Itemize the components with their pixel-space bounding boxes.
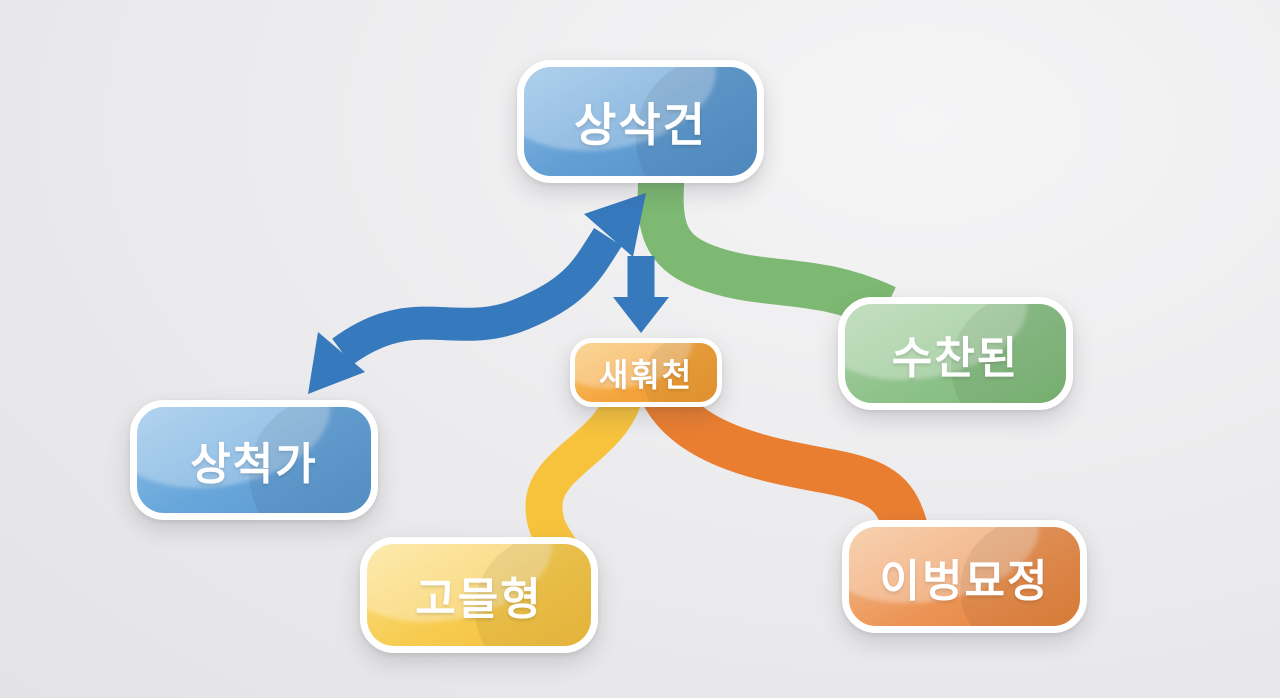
double-arrow-body	[332, 228, 622, 366]
node-right-label: 수찬된	[891, 333, 1020, 383]
ribbon-center-to-bottom-right	[644, 383, 928, 537]
double-arrow-top-left	[308, 193, 646, 394]
node-center-label: 새훠천	[598, 356, 694, 393]
node-top: 상삭건	[517, 60, 764, 183]
node-left-label: 상척가	[190, 440, 318, 489]
node-center: 새훠천	[570, 338, 722, 407]
ribbon-center-to-bottom-left	[525, 387, 643, 562]
arrowhead-down-left	[308, 332, 365, 394]
node-bottom-left-label: 고믈형	[415, 575, 543, 624]
node-right: 수찬된	[838, 297, 1073, 410]
node-bottom-left: 고믈형	[360, 537, 598, 653]
arrowhead-up-right	[584, 193, 646, 257]
node-bottom-right: 이벙묘정	[842, 520, 1087, 633]
down-arrow-top-center	[613, 256, 669, 333]
down-arrow-head	[613, 297, 669, 333]
node-top-label: 상삭건	[574, 98, 707, 151]
node-bottom-right-label: 이벙묘정	[879, 556, 1050, 606]
ribbon-top-to-right	[637, 168, 896, 329]
node-left: 상척가	[130, 400, 378, 520]
